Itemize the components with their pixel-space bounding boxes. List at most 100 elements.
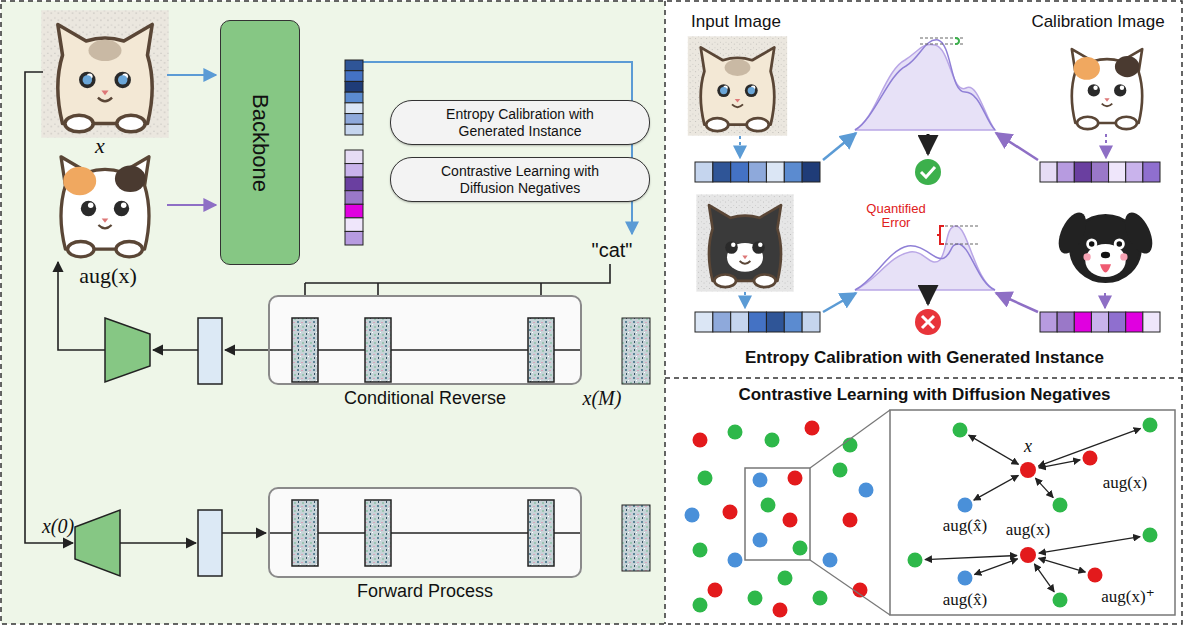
feature-cell [345, 124, 363, 135]
embedding-dot [853, 583, 868, 598]
point-label: aug(x)⁺ [1101, 588, 1154, 607]
pair-arrow [969, 435, 1019, 464]
image-symbol: x [95, 134, 105, 158]
embedding-dot [761, 498, 776, 513]
check-icon [915, 159, 941, 185]
module-name: Contrastive Learning with Diffusion Nega… [430, 163, 610, 197]
diffusion-stage-box: Forward Process [268, 487, 582, 578]
diffusion-stage-box: Conditional Reverse [268, 295, 582, 385]
condition-line [305, 264, 610, 283]
feature-cell [1040, 312, 1057, 332]
feature-cell [766, 312, 784, 332]
feature-cell [766, 162, 784, 182]
embedding-dot [728, 425, 743, 440]
embedding-dot [958, 498, 973, 513]
feature-cell [1074, 162, 1091, 182]
feature-cell [1091, 312, 1108, 332]
panel-title: Contrastive Learning with Diffusion Nega… [734, 385, 1114, 405]
encoder [75, 510, 120, 576]
embedding-dot [773, 603, 788, 618]
feature-cell [345, 204, 363, 218]
input-cat-image [696, 194, 793, 291]
feature-cell [345, 218, 363, 232]
anchor-dot [1020, 462, 1036, 478]
panel-divider [665, 377, 1182, 379]
contrastive-pairs [908, 418, 1158, 608]
feature-cell [1143, 162, 1160, 182]
feature-cell [345, 164, 363, 178]
embedding-dot [698, 471, 713, 486]
feature-cell [1126, 162, 1143, 182]
feature-cell [345, 81, 363, 92]
feature-cell [345, 231, 363, 245]
feature-vectors [345, 60, 1160, 332]
anchor-dot [1020, 547, 1036, 563]
pair-arrow [1039, 460, 1080, 468]
point-label: aug(x) [1006, 521, 1050, 540]
column-title: Input Image [691, 13, 781, 32]
feature-cell [695, 162, 713, 182]
feature-cell [802, 312, 820, 332]
embedding-scatter [685, 421, 874, 618]
noise-image [622, 505, 650, 571]
embedding-dot [753, 473, 768, 488]
embedding-dot [908, 553, 923, 568]
input-cat-image [688, 36, 787, 135]
embedding-dot [843, 438, 858, 453]
embedding-dot [833, 463, 848, 478]
embedding-dot [805, 421, 820, 436]
feature-cell [1057, 162, 1074, 182]
pair-arrow [1034, 564, 1054, 592]
input-cat-image [41, 10, 168, 137]
feature-cell [713, 162, 731, 182]
point-label: aug(x̂) [943, 517, 987, 536]
embedding-dot [788, 471, 803, 486]
pair-arrow [1039, 537, 1140, 554]
embedding-dot [793, 541, 808, 556]
stage-ground [268, 295, 582, 385]
stage-ground [268, 487, 582, 578]
embedding-dot [765, 433, 780, 448]
feature-cell [784, 312, 802, 332]
pair-arrow [1035, 478, 1053, 498]
feature-cell [345, 71, 363, 82]
embedding-dot [693, 543, 708, 558]
error-bracket [937, 226, 944, 244]
backbone-box: Backbone [220, 20, 300, 265]
stage-title: Conditional Reverse [270, 388, 580, 409]
noisy-latent [365, 318, 391, 382]
pair-arrow [1038, 428, 1140, 466]
pair-arrow [925, 555, 1017, 559]
distribution-curve [855, 226, 995, 290]
embedding-dot [728, 553, 743, 568]
embedding-dot [859, 483, 874, 498]
calibration-dog-image [1053, 208, 1158, 281]
input-loop [25, 72, 73, 543]
augmented-cat-image [61, 157, 149, 257]
step-symbol: x(0) [42, 515, 74, 537]
feature-cell [784, 162, 802, 182]
embedding-dot [813, 591, 828, 606]
feature-cell [731, 312, 749, 332]
feature-cell [1126, 312, 1143, 332]
embedding-dot [753, 533, 768, 548]
feature-cell [749, 162, 767, 182]
embedding-dot [778, 571, 793, 586]
embedding-dot [783, 513, 798, 528]
input-arrow [167, 74, 216, 76]
class-text: "cat" [592, 239, 633, 261]
feature-cell [345, 150, 363, 164]
embedding-dot [1143, 418, 1158, 433]
module-name: Entropy Calibration with Generated Insta… [430, 106, 610, 140]
noisy-latent [292, 318, 318, 382]
embedding-dot [748, 591, 763, 606]
latent-block [198, 510, 222, 576]
embedding-dot [1053, 498, 1068, 513]
noisy-latent [365, 500, 391, 566]
stage-title: Forward Process [270, 581, 580, 602]
point-label: aug(x) [1103, 474, 1147, 493]
pair-arrow [974, 559, 1017, 575]
